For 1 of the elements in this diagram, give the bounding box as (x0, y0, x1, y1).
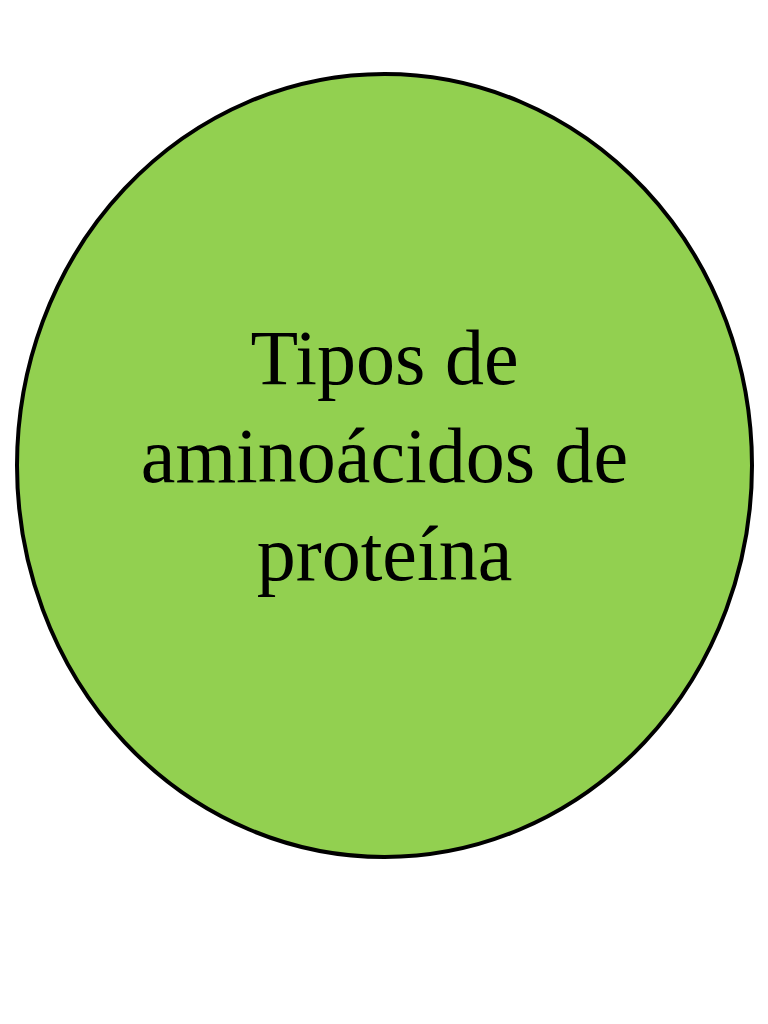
node-label: Tipos de aminoácidos de proteína (139, 312, 630, 599)
